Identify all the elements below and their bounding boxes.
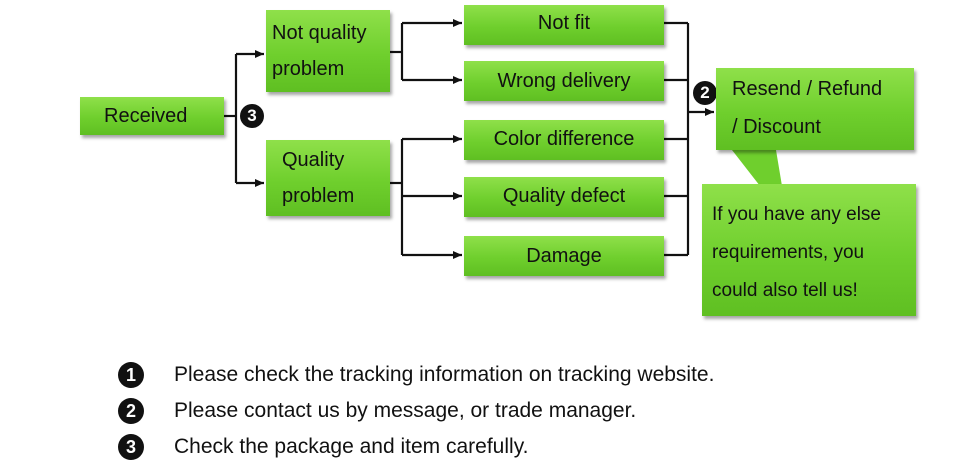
node-resolution-line-1: Resend / Refund: [732, 78, 883, 100]
legend-mark-1: 1: [118, 362, 144, 388]
node-received: Received: [80, 97, 224, 135]
flowchart-connectors: [224, 19, 782, 259]
legend-text-3: Check the package and item carefully.: [174, 435, 529, 458]
node-resolution: Resend / Refund / Discount: [716, 68, 914, 150]
node-quality-problem-line-1: Quality: [282, 149, 345, 171]
step-mark-received: 3: [240, 104, 264, 128]
legend-text-2: Please contact us by message, or trade m…: [174, 399, 637, 422]
note-line-2: requirements, you: [712, 242, 865, 263]
node-not-quality-problem-line-2: problem: [272, 58, 345, 80]
node-quality-defect: Quality defect: [464, 177, 664, 217]
note-pointer: [732, 150, 782, 186]
node-wrong-delivery: Wrong delivery: [464, 61, 664, 101]
note-line-3: could also tell us!: [712, 280, 858, 301]
note-box: If you have any else requirements, you c…: [702, 184, 916, 316]
note-line-1: If you have any else: [712, 204, 881, 225]
node-not-fit: Not fit: [464, 5, 664, 45]
step-mark-resolution: 2: [693, 81, 717, 105]
node-color-difference: Color difference: [464, 120, 664, 160]
node-quality-problem: Quality problem: [266, 140, 390, 216]
node-resolution-line-2: / Discount: [732, 116, 821, 138]
legend-mark-2: 2: [118, 398, 144, 424]
node-not-quality-problem-line-1: Not quality: [272, 22, 367, 44]
node-damage: Damage: [464, 236, 664, 276]
node-quality-problem-line-2: problem: [282, 185, 355, 207]
node-not-quality-problem: Not quality problem: [266, 10, 390, 92]
legend-text-1: Please check the tracking information on…: [174, 363, 715, 386]
legend-mark-3: 3: [118, 434, 144, 460]
